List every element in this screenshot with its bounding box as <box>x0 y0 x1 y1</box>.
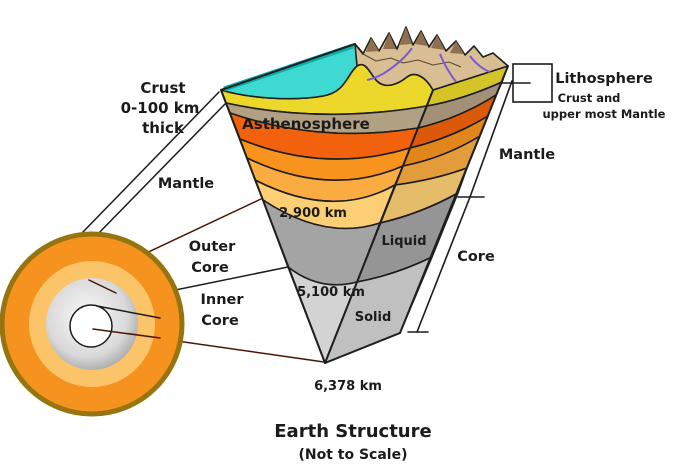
wedge-left-edge <box>220 89 326 364</box>
center-line-overlay <box>92 328 161 339</box>
crust-label-line1: Crust <box>140 79 185 97</box>
outer-core-line-overlay <box>88 279 117 294</box>
earth-globe-inset <box>0 231 185 417</box>
mountain-shadow-facet <box>450 41 464 54</box>
depth-5100-label: 5,100 km <box>297 285 365 300</box>
crust-label-line2: 0-100 km <box>121 99 200 117</box>
outer-core-label-line2: Core <box>191 260 229 276</box>
crust-label-line3: thick <box>142 119 185 137</box>
top-face-ocean <box>220 43 363 100</box>
asthenosphere-label: Asthenosphere <box>242 115 370 133</box>
inner-core-line-overlay <box>96 305 161 319</box>
inner-core-label-line1: Inner <box>200 292 244 308</box>
mountain-shadow-facet <box>415 31 428 46</box>
diagram-title: Earth Structure <box>274 421 431 442</box>
wedge-middle-edge <box>324 89 434 364</box>
mountain-ridge-line <box>362 53 462 68</box>
mantle-right-label: Mantle <box>499 147 555 163</box>
side-face-shading <box>325 66 508 363</box>
mountain-shadow-facet <box>366 38 379 52</box>
mountain-shadow-facet <box>399 27 412 45</box>
wedge-right-edge <box>324 65 509 364</box>
river <box>366 47 413 81</box>
solid-label: Solid <box>355 310 392 325</box>
mantle-left-label: Mantle <box>158 176 214 192</box>
rivers <box>366 47 491 83</box>
liquid-label: Liquid <box>381 234 426 249</box>
river <box>469 55 491 73</box>
depth-2900-label: 2,900 km <box>279 206 347 221</box>
inner-core-label-line2: Core <box>201 313 239 329</box>
depth-6378-label: 6,378 km <box>314 379 382 394</box>
crust-indicator-line-lower <box>92 103 226 240</box>
crust-indicator-line-upper <box>81 91 220 234</box>
mountain-shadow-facet <box>383 33 396 49</box>
globe-inner-core <box>69 304 113 348</box>
lithosphere-sub-line1: Crust and <box>558 91 621 105</box>
mountain-shadows <box>366 27 464 54</box>
river <box>439 53 457 83</box>
outer-core-label-line1: Outer <box>189 239 236 255</box>
lithosphere-label: Lithosphere <box>555 71 653 87</box>
top-back-edge <box>220 43 356 91</box>
diagram-subtitle: (Not to Scale) <box>298 447 407 463</box>
core-label: Core <box>457 249 495 265</box>
labels: Crust 0-100 km thick Mantle Outer Core I… <box>121 71 666 463</box>
lithosphere-sub-line2: upper most Mantle <box>543 107 666 121</box>
earth-wedge <box>220 26 509 364</box>
measurement-marks <box>407 63 553 333</box>
mountain-shadow-facet <box>431 35 445 50</box>
